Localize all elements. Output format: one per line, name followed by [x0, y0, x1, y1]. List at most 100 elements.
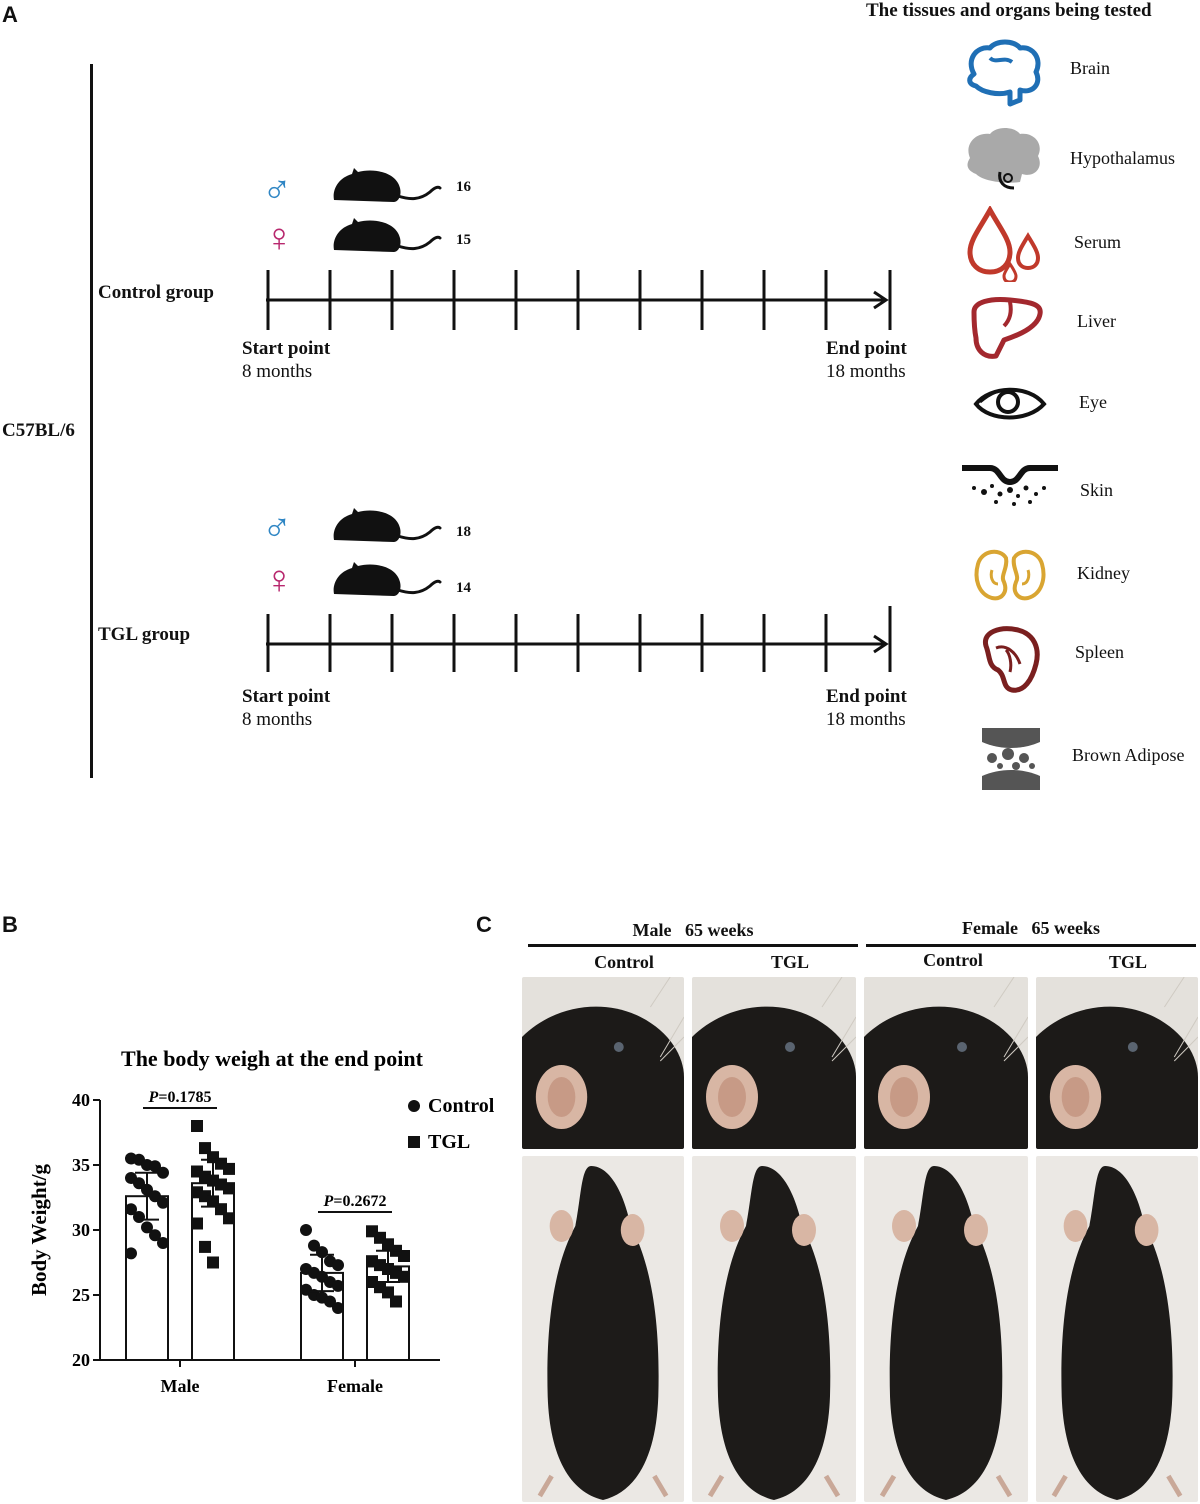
legend-marker-tgl [408, 1136, 420, 1148]
data-point-control [149, 1190, 161, 1203]
tgl-start-value: 8 months [242, 709, 313, 730]
control-group-label: Control group [98, 282, 214, 303]
legend-label-tgl: TGL [428, 1131, 470, 1153]
data-point-tgl [207, 1256, 219, 1269]
photo-male-control-head [522, 977, 684, 1149]
data-point-tgl [223, 1212, 235, 1225]
data-point-control [332, 1259, 344, 1272]
male-symbol-icon: ♂ [262, 505, 292, 550]
female-symbol-icon: ♀ [264, 557, 294, 602]
liver-icon [971, 297, 1043, 359]
photo-male-tgl-body [692, 1156, 856, 1502]
y-tick-label: 30 [72, 1220, 90, 1240]
data-point-control [149, 1160, 161, 1173]
x-tick-label: Female [327, 1376, 383, 1396]
tissue-label-serum: Serum [1074, 232, 1121, 252]
data-point-control [332, 1302, 344, 1314]
data-point-tgl [382, 1286, 394, 1299]
mouse-icon [330, 166, 442, 206]
data-point-tgl [390, 1295, 402, 1308]
tissue-label-skin: Skin [1080, 480, 1114, 500]
spleen-icon [983, 626, 1040, 693]
bar-tgl-male [191, 1182, 235, 1361]
photo-female-control-body [864, 1156, 1028, 1502]
strain-axis-line [90, 64, 93, 778]
panel-b-letter: B [2, 912, 18, 937]
column-label-female-control: Control [923, 950, 983, 970]
strain-label: C57BL/6 [2, 420, 75, 441]
tissue-label-brown-adipose: Brown Adipose [1072, 745, 1185, 765]
control-start-label: Start point [242, 338, 331, 359]
panel-c-letter: C [476, 912, 492, 937]
control-start-value: 8 months [242, 361, 313, 382]
tissue-label-spleen: Spleen [1075, 642, 1124, 662]
male-group-rule [528, 944, 858, 947]
photo-female-tgl-head [1036, 977, 1198, 1149]
data-point-control [133, 1177, 145, 1190]
female-symbol-icon: ♀ [264, 215, 294, 260]
data-point-control [157, 1166, 169, 1179]
data-point-tgl [398, 1250, 410, 1262]
tissues-title: The tissues and organs being tested [866, 0, 1152, 21]
tgl-start-label: Start point [242, 686, 331, 707]
tissue-label-brain: Brain [1070, 58, 1110, 78]
mouse-icon [330, 560, 442, 600]
data-point-control [157, 1237, 169, 1249]
tgl-end-label: End point [826, 686, 907, 707]
data-point-tgl [199, 1142, 211, 1155]
p-value-label: P=0.1785 [148, 1089, 212, 1106]
control-end-label: End point [826, 338, 907, 359]
y-axis-label: Body Weight/g [27, 1163, 51, 1296]
serum-drops-icon [967, 206, 1041, 282]
p-value-label: P=0.2672 [323, 1193, 387, 1210]
data-point-control [308, 1239, 320, 1252]
tissue-label-liver: Liver [1077, 311, 1116, 331]
male-photo-group-title: Male 65 weeks [632, 920, 754, 940]
data-point-tgl [223, 1182, 235, 1195]
legend-marker-control [408, 1100, 420, 1112]
data-point-control [125, 1203, 137, 1216]
female-group-rule [866, 944, 1196, 947]
hypothalamus-icon [967, 128, 1040, 190]
skin-icon [962, 465, 1058, 506]
control-male-count: 16 [456, 179, 471, 195]
female-photo-group-title: Female 65 weeks [962, 918, 1100, 938]
eye-icon [973, 387, 1047, 420]
tissue-label-hypothalamus: Hypothalamus [1070, 148, 1175, 168]
column-label-female-tgl: TGL [1108, 952, 1147, 972]
data-point-tgl [398, 1270, 410, 1283]
male-symbol-icon: ♂ [262, 167, 292, 212]
data-point-control [141, 1221, 153, 1234]
data-point-tgl [191, 1120, 203, 1132]
data-point-control [300, 1224, 312, 1236]
photo-female-tgl-body [1036, 1156, 1198, 1502]
kidney-icon [974, 549, 1046, 601]
data-point-control [332, 1279, 344, 1292]
data-point-control [149, 1229, 161, 1242]
mouse-icon [330, 216, 442, 256]
data-point-tgl [223, 1162, 235, 1175]
tgl-male-count: 18 [456, 524, 471, 540]
brain-icon [967, 39, 1041, 107]
brown-adipose-icon [982, 728, 1040, 790]
photo-male-control-body [522, 1156, 684, 1502]
y-tick-label: 20 [72, 1350, 90, 1370]
data-point-control [324, 1295, 336, 1308]
y-tick-label: 35 [72, 1155, 90, 1175]
control-end-value: 18 months [826, 361, 906, 382]
legend-label-control: Control [428, 1095, 495, 1117]
data-point-control [125, 1247, 137, 1260]
control-female-count: 15 [456, 232, 471, 248]
photo-female-control-head [864, 977, 1028, 1149]
photo-male-tgl-head [692, 977, 856, 1149]
y-tick-label: 40 [72, 1090, 90, 1110]
chart-title: The body weigh at the end point [121, 1046, 424, 1071]
body-weight-chart: The body weigh at the end point 20 25 30 35 4… [27, 1046, 495, 1396]
y-tick-label: 25 [72, 1285, 90, 1305]
data-point-control [133, 1211, 145, 1223]
data-point-control [157, 1196, 169, 1209]
control-timeline [266, 270, 892, 330]
column-label-male-tgl: TGL [770, 952, 809, 972]
tissue-label-eye: Eye [1079, 392, 1107, 412]
tgl-end-value: 18 months [826, 709, 906, 730]
